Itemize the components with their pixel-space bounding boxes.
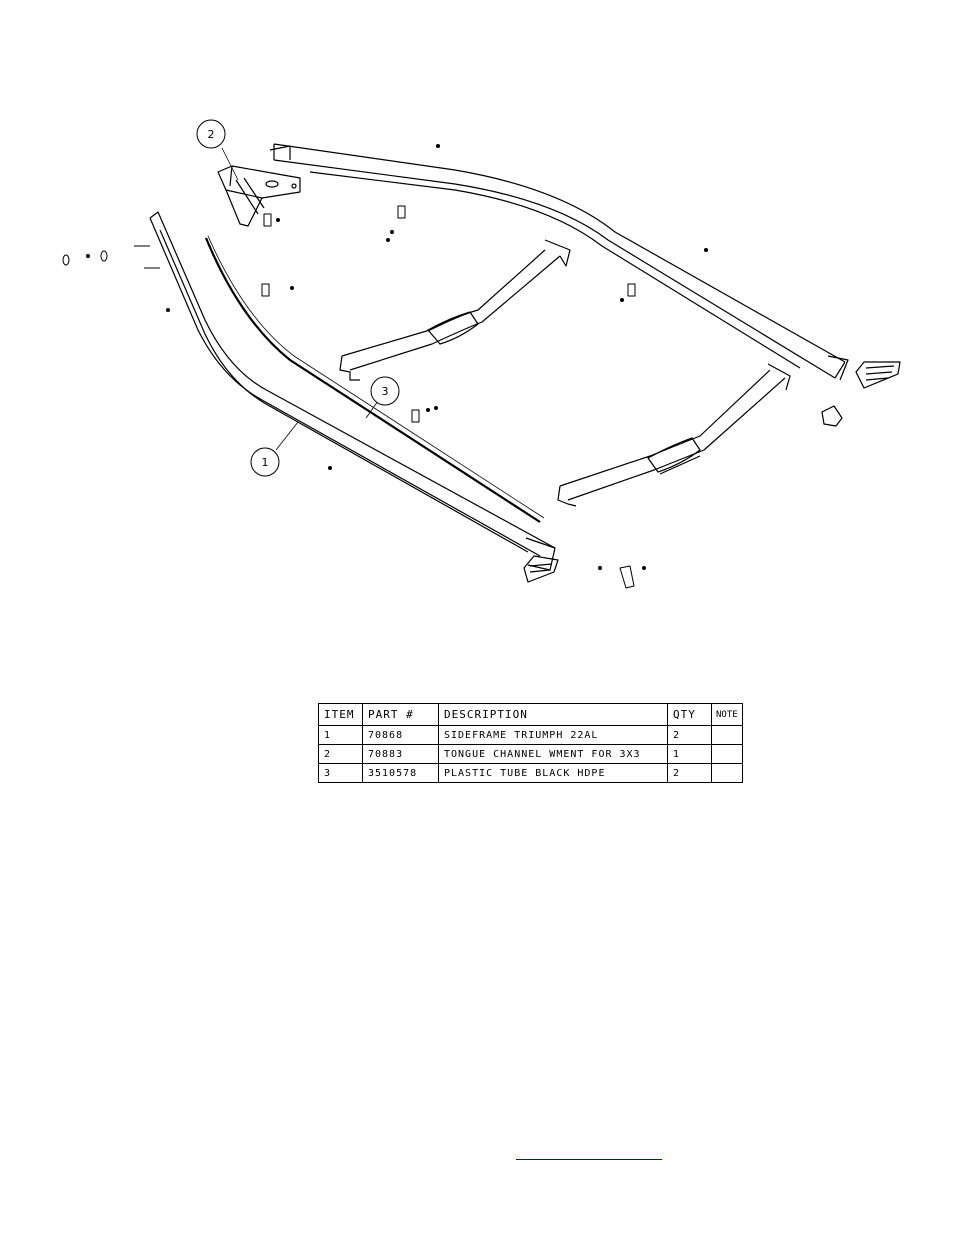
tongue-channel [217, 165, 301, 227]
cell-note [711, 744, 743, 764]
bracket-right [821, 405, 843, 427]
cell-part: 70883 [362, 744, 439, 764]
sideframe-left [149, 211, 556, 571]
callout-balloon-item-1: 1 [250, 447, 280, 477]
plastic-tube [204, 235, 545, 523]
callout-label: 2 [208, 128, 215, 141]
cell-qty: 2 [667, 763, 712, 783]
cell-description: SIDEFRAME TRIUMPH 22AL [438, 725, 668, 745]
table-row: 3 3510578 PLASTIC TUBE BLACK HDPE 2 [318, 763, 743, 783]
step-pad-right [855, 361, 901, 389]
header-description: DESCRIPTION [438, 703, 668, 726]
cell-description: TONGUE CHANNEL WMENT FOR 3X3 [438, 744, 668, 764]
cell-qty: 1 [667, 744, 712, 764]
bill-of-materials-table: ITEM PART # DESCRIPTION QTY NOTE 1 70868… [318, 703, 743, 783]
cell-part: 3510578 [362, 763, 439, 783]
header-item: ITEM [318, 703, 363, 726]
cell-qty: 2 [667, 725, 712, 745]
callout-label: 1 [262, 456, 269, 469]
header-qty: QTY [667, 703, 712, 726]
callout-balloon-item-3: 3 [370, 376, 400, 406]
cell-item: 3 [318, 763, 363, 783]
fastener-dots [86, 144, 708, 570]
sideframe-right [269, 143, 849, 381]
callout-label: 3 [382, 385, 389, 398]
crossmember-upper [339, 239, 571, 381]
cell-item: 1 [318, 725, 363, 745]
cell-part: 70868 [362, 725, 439, 745]
cell-note [711, 725, 743, 745]
hardware [62, 205, 636, 589]
table-header-row: ITEM PART # DESCRIPTION QTY NOTE [318, 703, 743, 726]
cell-item: 2 [318, 744, 363, 764]
header-note: NOTE [711, 703, 743, 726]
callout-balloon-item-2: 2 [196, 119, 226, 149]
cell-note [711, 763, 743, 783]
header-part-number: PART # [362, 703, 439, 726]
footer-link-underline[interactable] [516, 1158, 662, 1160]
cell-description: PLASTIC TUBE BLACK HDPE [438, 763, 668, 783]
crossmember-lower [557, 363, 791, 507]
step-pad-left [523, 555, 559, 583]
table-row: 2 70883 TONGUE CHANNEL WMENT FOR 3X3 1 [318, 744, 743, 764]
table-row: 1 70868 SIDEFRAME TRIUMPH 22AL 2 [318, 725, 743, 745]
exploded-assembly-drawing: 1 2 3 [62, 119, 901, 589]
